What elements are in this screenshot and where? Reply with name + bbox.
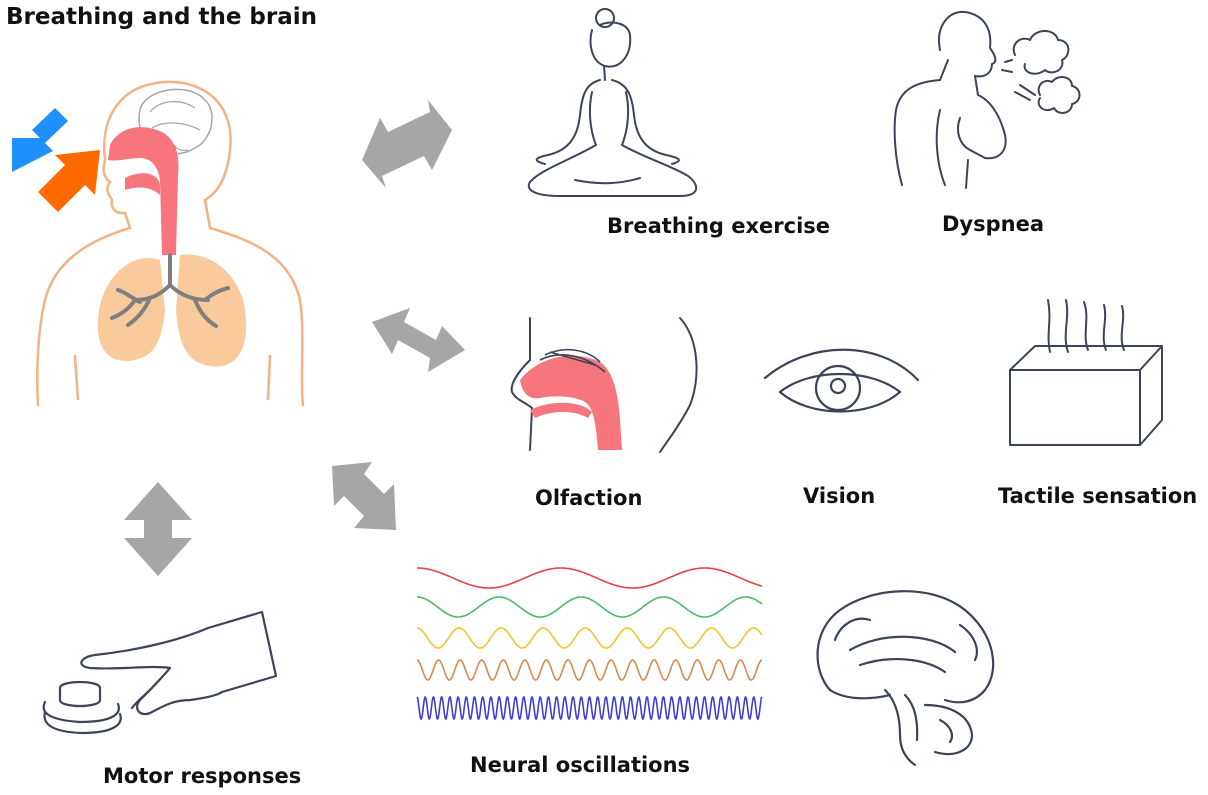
meditation-icon xyxy=(529,9,696,196)
label-motor-responses: Motor responses xyxy=(103,764,301,788)
oscillation-waves-icon xyxy=(417,568,762,719)
body-airway-icon xyxy=(37,82,303,405)
label-olfaction: Olfaction xyxy=(535,486,642,510)
label-tactile-sensation: Tactile sensation xyxy=(998,484,1197,508)
nose-icon xyxy=(512,318,697,452)
button-press-icon xyxy=(44,612,276,733)
double-arrow-middle xyxy=(372,308,465,372)
brain-icon xyxy=(818,591,994,765)
eye-icon xyxy=(765,350,918,412)
label-dyspnea: Dyspnea xyxy=(942,212,1044,236)
double-arrow-vertical xyxy=(124,482,192,576)
inhale-arrow-icon xyxy=(12,108,68,172)
tactile-box-icon xyxy=(1010,300,1162,445)
double-arrow-lower xyxy=(332,462,396,530)
dyspnea-icon xyxy=(895,12,1080,188)
figure-title: Breathing and the brain xyxy=(6,4,317,30)
label-vision: Vision xyxy=(803,484,875,508)
double-arrow-top xyxy=(362,100,452,188)
label-breathing-exercise: Breathing exercise xyxy=(607,214,830,238)
exhale-arrow-icon xyxy=(38,150,100,212)
label-neural-oscillations: Neural oscillations xyxy=(470,753,690,777)
